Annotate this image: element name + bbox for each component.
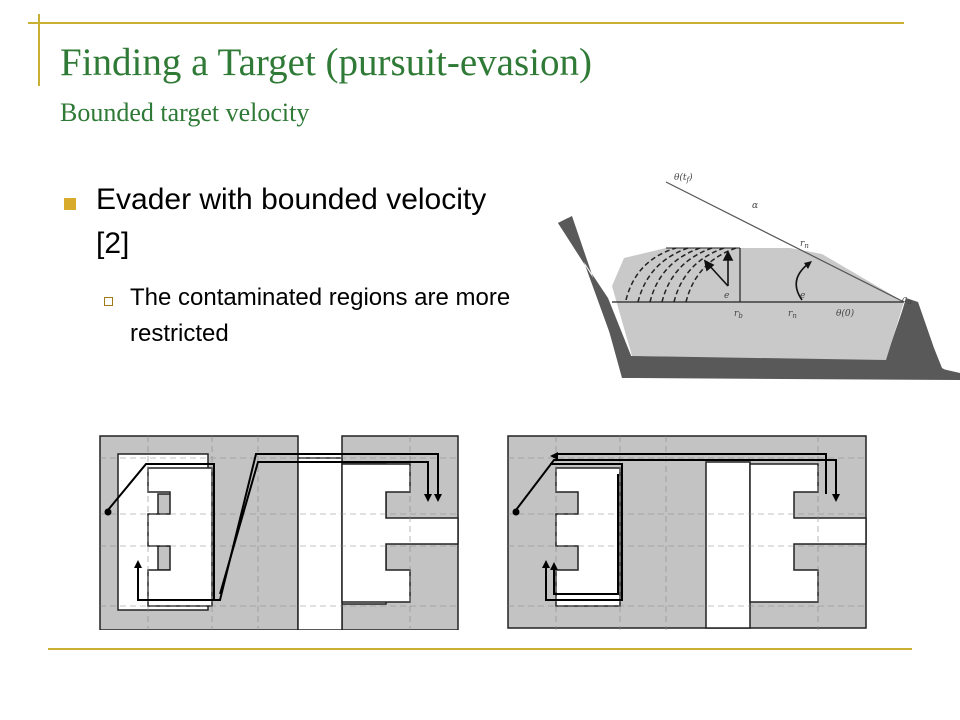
top-rule <box>28 22 904 24</box>
pursuit-map-left <box>99 435 459 630</box>
dashed-arcs <box>625 247 737 303</box>
label-rn-top: rn <box>800 239 809 250</box>
sub-bullet-marker <box>104 297 113 306</box>
path-arrowheads-right <box>542 452 840 570</box>
label-alpha: α <box>752 201 758 211</box>
velocity-arrows <box>703 250 734 287</box>
left-rule <box>38 14 40 86</box>
path-arrowheads-left <box>134 494 442 568</box>
sub-bullet-text: The contaminated regions are more restri… <box>130 284 511 347</box>
curved-arrow-head <box>804 261 812 269</box>
diagonal-line <box>665 181 905 303</box>
map-grid-left <box>100 436 458 630</box>
bounded-velocity-diagram: θ(tf) α rn e e rb rn θ(0) aα <box>558 172 960 380</box>
label-rb: rb <box>734 309 743 320</box>
obstacle-wedge <box>558 218 960 380</box>
bottom-rule <box>48 648 912 650</box>
label-theta-0: θ(0) <box>836 308 855 319</box>
slide-subtitle: Bounded target velocity <box>60 98 310 127</box>
pursuit-map-right <box>507 435 867 630</box>
bullet-text: Evader with bounded velocity [2] <box>96 183 487 260</box>
start-dot-right <box>512 508 520 516</box>
label-rn-bottom: rn <box>788 309 797 320</box>
bullet-marker <box>64 198 76 210</box>
free-region <box>612 248 904 360</box>
slide-title: Finding a Target (pursuit-evasion) <box>60 41 592 84</box>
pursuer-path-left <box>107 453 439 601</box>
map-grid-right <box>508 436 866 630</box>
curved-arrow <box>795 263 809 301</box>
map-white-right <box>555 461 867 629</box>
start-dot-left <box>104 508 112 516</box>
label-e-left: e <box>724 291 729 301</box>
map-white-left <box>147 457 459 630</box>
label-a-alpha: aα <box>902 295 912 306</box>
pursuer-path-right <box>515 453 837 601</box>
label-e-right: e <box>800 291 805 301</box>
label-theta-tf: θ(tf) <box>674 172 693 184</box>
